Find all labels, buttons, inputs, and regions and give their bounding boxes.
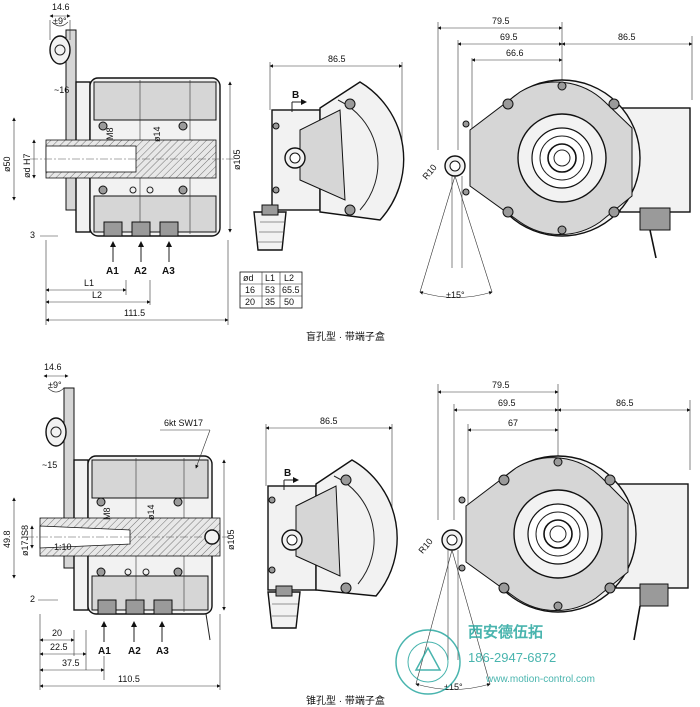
bottom-front-dim-86-5: 86.5	[616, 398, 634, 408]
bottom-arrow-a2: A2	[128, 646, 141, 657]
top-front-dim-79-5: 79.5	[492, 16, 510, 26]
top-arrow-a2: A2	[134, 266, 147, 277]
top-front-view: 79.5 69.5 66.6 86.5	[419, 16, 693, 300]
top-flange-view-b: B	[292, 90, 299, 101]
watermark-logo-icon	[414, 646, 442, 671]
top-caption: 盲孔型 · 带端子盒	[306, 330, 385, 343]
top-side-dim-l1: L1	[84, 278, 94, 288]
bottom-side-dim-37-5: 37.5	[62, 658, 80, 668]
top-side-view: 14.6 ±9° ~16	[2, 2, 242, 325]
table-header-l2: L2	[284, 273, 294, 283]
table-header-d: ød	[243, 273, 254, 283]
watermark-company: 西安德伍拓	[468, 623, 543, 641]
table-cell: 20	[245, 297, 255, 307]
bottom-side-dim-20: 20	[52, 628, 62, 638]
watermark: 西安德伍拓 186-2947-6872 www.motion-control.c…	[395, 623, 595, 695]
top-front-dim-angle: ±15°	[446, 290, 465, 300]
bottom-side-dim-2: 2	[30, 594, 35, 604]
watermark-phone: 186-2947-6872	[468, 650, 556, 665]
top-front-dim-r10: R10	[421, 162, 439, 181]
top-flange-dim: 86.5	[328, 54, 346, 64]
bottom-caption: 锥孔型 · 带端子盒	[306, 694, 385, 707]
bottom-side-dim-22-5: 22.5	[50, 642, 68, 652]
top-arrow-a3: A3	[162, 266, 175, 277]
top-flange-view: 86.5 B	[253, 54, 405, 251]
top-side-dim-bore: ød H7	[22, 153, 32, 178]
top-side-dim-16: ~16	[54, 85, 69, 95]
top-side-dim-phi14: ø14	[152, 126, 162, 142]
bottom-front-dim-r10: R10	[417, 536, 435, 555]
watermark-url: www.motion-control.com	[485, 674, 595, 685]
bottom-flange-view: 86.5 B	[265, 416, 398, 629]
top-side-dim-phi50: ø50	[2, 156, 12, 172]
top-arrow-a1: A1	[106, 266, 119, 277]
bottom-side-dim-49-8: 49.8	[2, 530, 12, 548]
top-front-dim-69-5: 69.5	[500, 32, 518, 42]
top-side-dim-m8: M8	[105, 127, 115, 140]
top-side-dim-angle: ±9°	[53, 16, 67, 26]
bottom-front-dim-67: 67	[508, 418, 518, 428]
bottom-front-dim-79-5: 79.5	[492, 380, 510, 390]
top-side-dim-total: 111.5	[124, 308, 145, 318]
bottom-side-dim-15: ~15	[42, 460, 57, 470]
bottom-side-dim-phi105: ø105	[226, 529, 236, 550]
top-drawing: 14.6 ±9° ~16	[2, 2, 693, 343]
bottom-arrow-a1: A1	[98, 646, 111, 657]
bottom-side-dim-angle: ±9°	[48, 380, 62, 390]
top-side-dim-3: 3	[30, 230, 35, 240]
bottom-side-dim-total: 110.5	[118, 674, 140, 684]
top-front-dim-66-6: 66.6	[506, 48, 524, 58]
table-cell: 50	[284, 297, 294, 307]
table-cell: 65.5	[282, 285, 300, 295]
table-header-l1: L1	[265, 273, 275, 283]
top-side-dim-l2: L2	[92, 290, 102, 300]
top-side-dim-phi105: ø105	[232, 149, 242, 170]
bottom-front-dim-69-5: 69.5	[498, 398, 516, 408]
table-cell: 35	[265, 297, 275, 307]
bottom-side-dim-phi14: ø14	[146, 504, 156, 520]
bottom-side-dim-taper: 1:10	[54, 542, 72, 552]
bottom-side-dim-bore: ø17JS8	[20, 525, 30, 556]
bottom-side-dim-wrench: 6kt SW17	[164, 418, 203, 428]
bottom-side-view: 14.6 ±9° ~15 6kt SW	[2, 362, 236, 690]
table-cell: 53	[265, 285, 275, 295]
bottom-flange-dim: 86.5	[320, 416, 338, 426]
bottom-flange-view-b: B	[284, 468, 291, 479]
bottom-arrow-a3: A3	[156, 646, 169, 657]
top-front-dim-86-5: 86.5	[618, 32, 636, 42]
dimension-table: ød L1 L2 16 53 65.5 20 35 50	[239, 271, 303, 309]
bottom-front-view: 79.5 69.5 67 86.5	[415, 380, 691, 692]
bottom-front-dim-angle: ±15°	[444, 682, 463, 692]
bottom-drawing: 14.6 ±9° ~15 6kt SW	[2, 362, 691, 707]
table-cell: 16	[245, 285, 255, 295]
bottom-side-dim-14-6: 14.6	[44, 362, 62, 372]
top-side-dim-14-6: 14.6	[52, 2, 70, 12]
bottom-side-dim-m8: M8	[102, 507, 112, 520]
